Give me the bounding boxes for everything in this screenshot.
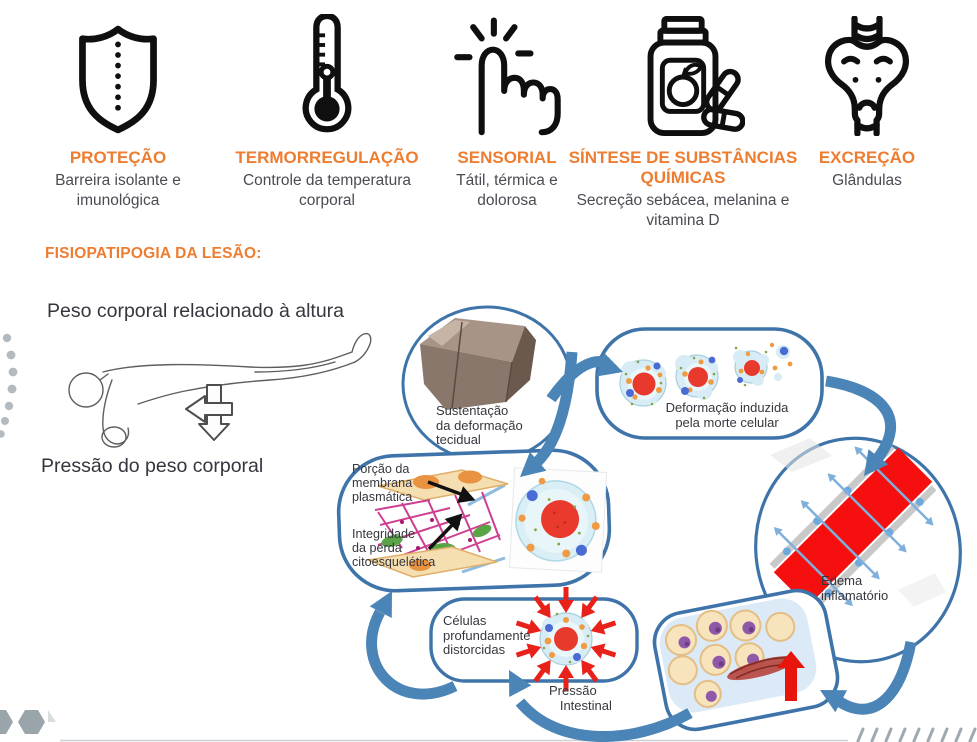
arrow-celulas-to-membrana — [366, 609, 458, 700]
function-title: TERMORREGULAÇÃO — [235, 148, 419, 167]
arrow-tissue-to-celulas — [515, 698, 693, 742]
function-desc: Tátil, térmica e dolorosa — [456, 172, 558, 209]
decor-dot-arc — [0, 333, 18, 438]
label-sustentacao: Sustentação da deformação tecidual — [436, 403, 523, 448]
decor-hexagons — [0, 710, 56, 734]
function-desc: Controle da temperatura corporal — [242, 172, 411, 209]
tissue-block-illustration — [420, 318, 536, 410]
function-title: EXCREÇÃO — [818, 148, 916, 167]
node-sustentacao — [401, 305, 573, 463]
label-pressao-intestinal: Pressão Intestinal — [549, 683, 612, 713]
label-integridade: Integridade da perda citoesquelética — [352, 527, 436, 570]
pressure-cross-arrows — [185, 384, 233, 441]
function-card-sensorial: SENSORIAL Tátil, térmica e dolorosa — [437, 12, 577, 211]
touch-icon — [447, 12, 567, 136]
callout-arrows — [427, 480, 476, 551]
thermometer-icon — [296, 12, 358, 136]
label-celulas: Células profundamente distorcidas — [443, 613, 531, 658]
function-desc: Glândulas — [832, 172, 902, 190]
function-card-protecao: PROTEÇÃO Barreira isolante e imunológica — [30, 12, 206, 211]
function-desc: Barreira isolante e imunológica — [55, 172, 181, 209]
supine-body-figure — [68, 332, 372, 448]
function-card-termorregulacao: TERMORREGULAÇÃO Controle da temperatura … — [227, 12, 427, 211]
cell-sequence-illustration — [619, 342, 793, 407]
node-celulas-distorcidas — [429, 587, 639, 691]
node-deformacao — [595, 327, 824, 440]
node-membrana — [336, 448, 612, 593]
body-pressure-label: Pressão do peso corporal — [41, 455, 264, 477]
label-membrana: Porção da membrana plasmática — [352, 462, 413, 505]
decor-slashes — [856, 727, 977, 742]
compressed-cell-illustration — [514, 587, 618, 691]
body-weight-label: Peso corporal relacionado à altura — [47, 300, 345, 322]
arrow-deformacao-to-edema — [825, 375, 897, 462]
label-deformacao: Deformação induzida pela morte celular — [665, 400, 789, 430]
section-heading: FISIOPATIPOGIA DA LESÃO: — [45, 245, 262, 262]
function-title: PROTEÇÃO — [69, 148, 167, 167]
supplement-bottle-icon — [621, 12, 745, 136]
membrane-illustration — [365, 467, 608, 578]
function-desc: Secreção sebácea, melanina e vitamina D — [576, 192, 790, 229]
arrow-sustentacao-to-membrana — [530, 351, 578, 470]
function-title: SENSORIAL — [457, 148, 557, 167]
label-edema: Edema inflamatório — [821, 573, 889, 603]
function-card-excrecao: EXCREÇÃO Glândulas — [806, 12, 928, 191]
capillary-illustration — [769, 443, 937, 611]
function-card-sintese: SÍNTESE DE SUBSTÂNCIAS QUÍMICAS Secreção… — [567, 12, 799, 231]
function-title: SÍNTESE DE SUBSTÂNCIAS QUÍMICAS — [568, 148, 798, 188]
red-up-arrow — [777, 651, 805, 701]
arrow-edema-to-tissue — [837, 640, 917, 715]
tan-cells — [664, 609, 796, 708]
node-tissue-cells — [652, 588, 840, 732]
sacrum-bone-icon — [819, 12, 915, 136]
shield-icon — [70, 12, 166, 136]
